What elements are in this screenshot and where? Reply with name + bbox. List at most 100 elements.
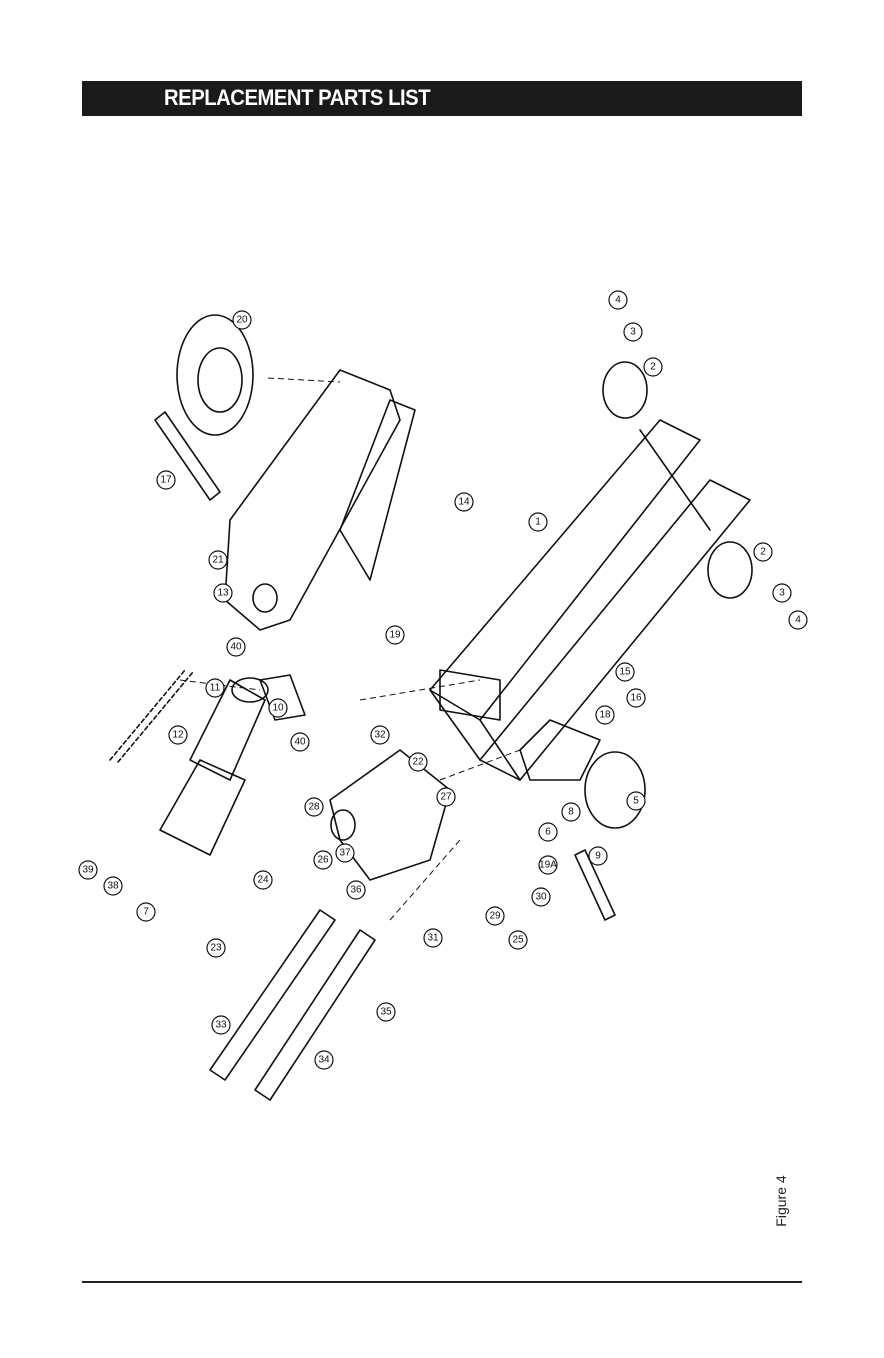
svg-text:22: 22 — [412, 757, 424, 768]
svg-text:19A: 19A — [539, 860, 557, 871]
callout-15: 15 — [616, 663, 634, 681]
svg-text:13: 13 — [217, 588, 229, 599]
svg-text:2: 2 — [760, 547, 766, 558]
callout-11: 11 — [206, 679, 224, 697]
svg-text:38: 38 — [107, 881, 119, 892]
callout-14: 14 — [455, 493, 473, 511]
callout-32: 32 — [371, 726, 389, 744]
footer-rule — [82, 1281, 802, 1283]
svg-text:5: 5 — [633, 796, 639, 807]
svg-text:19: 19 — [389, 630, 401, 641]
svg-text:4: 4 — [795, 615, 801, 626]
svg-text:29: 29 — [489, 911, 501, 922]
callout-7: 7 — [137, 903, 155, 921]
spring-part — [110, 670, 193, 762]
callout-8: 8 — [562, 803, 580, 821]
callout-19a: 19A — [539, 856, 557, 874]
section-header-bar: REPLACEMENT PARTS LIST — [82, 81, 802, 116]
svg-text:16: 16 — [630, 693, 642, 704]
svg-text:31: 31 — [427, 933, 439, 944]
callout-4a: 4 — [609, 291, 627, 309]
frame-part — [430, 420, 750, 780]
callout-35: 35 — [377, 1003, 395, 1021]
callout-2a: 2 — [644, 358, 662, 376]
callout-21: 21 — [209, 551, 227, 569]
callout-28: 28 — [305, 798, 323, 816]
svg-text:9: 9 — [595, 851, 601, 862]
callout-19: 19 — [386, 626, 404, 644]
callout-40b: 40 — [291, 733, 309, 751]
callout-1: 1 — [529, 513, 547, 531]
callout-36: 36 — [347, 881, 365, 899]
svg-text:26: 26 — [317, 855, 329, 866]
svg-text:2: 2 — [650, 362, 656, 373]
svg-text:14: 14 — [458, 497, 470, 508]
svg-text:11: 11 — [210, 683, 221, 694]
svg-text:34: 34 — [318, 1055, 330, 1066]
callout-6: 6 — [539, 823, 557, 841]
figure-caption: Figure 4 — [773, 1166, 791, 1236]
callout-27: 27 — [437, 788, 455, 806]
callout-20: 20 — [233, 311, 251, 329]
svg-text:6: 6 — [545, 827, 551, 838]
svg-text:17: 17 — [160, 475, 172, 486]
svg-text:24: 24 — [257, 875, 269, 886]
svg-text:40: 40 — [230, 642, 242, 653]
front-caster — [520, 720, 645, 828]
handle-tubes — [210, 910, 375, 1100]
callout-30: 30 — [532, 888, 550, 906]
svg-text:1: 1 — [535, 517, 541, 528]
svg-text:4: 4 — [615, 295, 621, 306]
callout-18: 18 — [596, 706, 614, 724]
callout-24: 24 — [254, 871, 272, 889]
callout-39: 39 — [79, 861, 97, 879]
callout-25: 25 — [509, 931, 527, 949]
pump-unit — [160, 678, 268, 855]
callout-2b: 2 — [754, 543, 772, 561]
callout-31: 31 — [424, 929, 442, 947]
svg-text:20: 20 — [236, 315, 248, 326]
svg-text:35: 35 — [380, 1007, 392, 1018]
svg-text:3: 3 — [630, 327, 636, 338]
callout-37: 37 — [336, 844, 354, 862]
callout-12: 12 — [169, 726, 187, 744]
svg-text:25: 25 — [512, 935, 524, 946]
callout-26: 26 — [314, 851, 332, 869]
svg-text:15: 15 — [619, 667, 631, 678]
lift-arm — [225, 370, 415, 630]
callout-33: 33 — [212, 1016, 230, 1034]
svg-text:12: 12 — [172, 730, 184, 741]
callout-3b: 3 — [773, 584, 791, 602]
callout-29: 29 — [486, 907, 504, 925]
svg-text:36: 36 — [350, 885, 362, 896]
callout-9: 9 — [589, 847, 607, 865]
callout-labels: 1 2 2 3 3 4 4 5 6 7 8 9 10 11 12 13 14 1… — [79, 291, 807, 1069]
svg-text:27: 27 — [440, 792, 452, 803]
svg-text:37: 37 — [339, 848, 351, 859]
section-title: REPLACEMENT PARTS LIST — [164, 85, 430, 111]
saddle-part — [177, 315, 253, 435]
svg-text:28: 28 — [308, 802, 320, 813]
callout-23: 23 — [207, 939, 225, 957]
rear-wheels — [603, 362, 752, 598]
svg-text:23: 23 — [210, 943, 222, 954]
callout-4b: 4 — [789, 611, 807, 629]
svg-text:33: 33 — [215, 1020, 227, 1031]
svg-text:39: 39 — [82, 865, 94, 876]
svg-text:10: 10 — [272, 703, 284, 714]
callout-13: 13 — [214, 584, 232, 602]
svg-text:40: 40 — [294, 737, 306, 748]
svg-text:3: 3 — [779, 588, 785, 599]
callout-38: 38 — [104, 877, 122, 895]
svg-text:30: 30 — [535, 892, 547, 903]
svg-text:21: 21 — [212, 555, 224, 566]
svg-text:7: 7 — [143, 907, 149, 918]
svg-text:18: 18 — [599, 710, 611, 721]
svg-text:8: 8 — [568, 807, 574, 818]
callout-5: 5 — [627, 792, 645, 810]
exploded-parts-diagram: 1 2 2 3 3 4 4 5 6 7 8 9 10 11 12 13 14 1… — [60, 280, 840, 1120]
callout-40a: 40 — [227, 638, 245, 656]
svg-text:32: 32 — [374, 730, 386, 741]
callout-16: 16 — [627, 689, 645, 707]
callout-3a: 3 — [624, 323, 642, 341]
